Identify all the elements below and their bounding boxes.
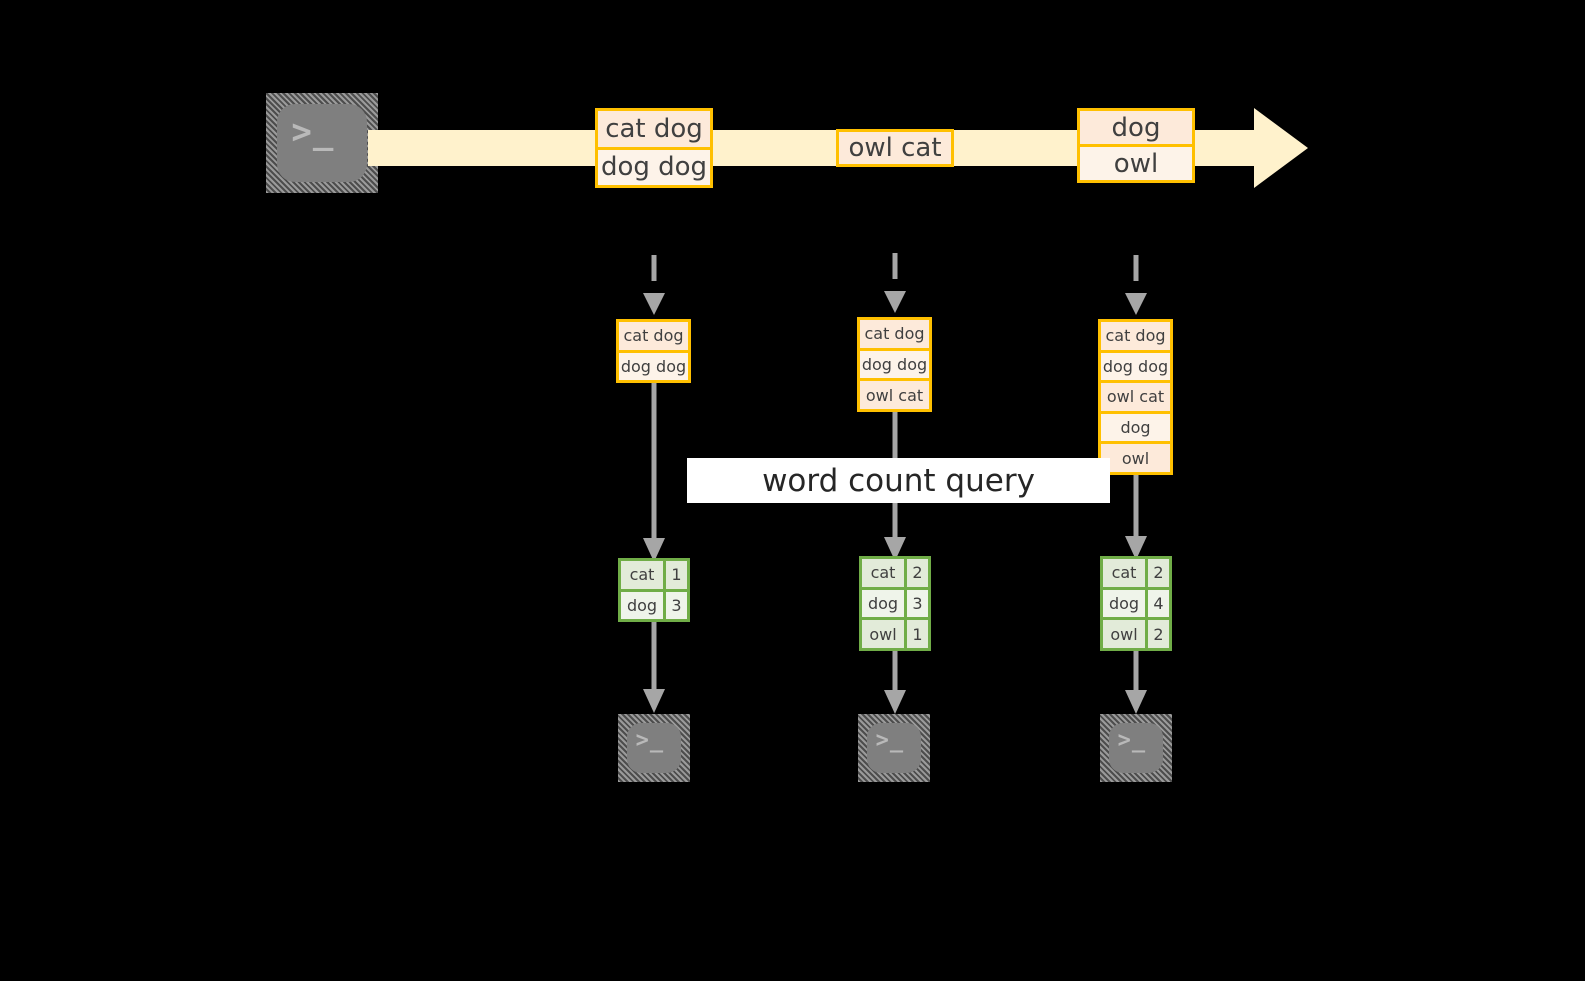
table-row: cat 1 xyxy=(621,561,687,589)
snapshot-1-result-table[interactable]: cat 1 dog 3 xyxy=(618,558,690,622)
snapshot-3-accumulated-messages[interactable]: cat dog dog dog owl cat dog owl xyxy=(1098,319,1173,475)
result-word: dog xyxy=(862,589,904,618)
terminal-prompt-glyph: >_ xyxy=(291,111,335,152)
table-row: cat 2 xyxy=(862,559,928,587)
result-word: cat xyxy=(621,561,663,589)
terminal-screen: >_ xyxy=(867,723,921,773)
accumulated-line: owl cat xyxy=(1101,380,1170,411)
snapshot-1-sink-terminal-icon[interactable]: >_ xyxy=(618,714,690,782)
snapshot-3-query-arrow xyxy=(1122,475,1150,561)
accumulated-line: dog dog xyxy=(619,349,688,380)
result-count: 3 xyxy=(663,591,687,619)
stream-message-1[interactable]: cat dog dog dog xyxy=(595,108,713,188)
message-line: cat dog xyxy=(598,111,710,147)
result-count: 4 xyxy=(1145,589,1169,618)
result-count: 2 xyxy=(1145,559,1169,587)
terminal-prompt-glyph: >_ xyxy=(635,728,665,753)
accumulated-line: owl cat xyxy=(860,378,929,409)
snapshot-2-sink-terminal-icon[interactable]: >_ xyxy=(858,714,930,782)
word-count-query-banner: word count query xyxy=(687,458,1110,503)
table-row: owl 2 xyxy=(1103,617,1169,648)
table-row: dog 3 xyxy=(621,588,687,619)
message-line: owl cat xyxy=(839,132,951,164)
stream-message-3[interactable]: dog owl xyxy=(1077,108,1195,183)
snapshot-3-sink-arrow xyxy=(1122,651,1150,715)
query-banner-label: word count query xyxy=(762,462,1035,499)
snapshot-3-result-table[interactable]: cat 2 dog 4 owl 2 xyxy=(1100,556,1172,651)
result-word: cat xyxy=(862,559,904,587)
result-word: cat xyxy=(1103,559,1145,587)
result-count: 2 xyxy=(1145,620,1169,648)
accumulated-line: cat dog xyxy=(860,320,929,348)
snapshot-2-result-table[interactable]: cat 2 dog 3 owl 1 xyxy=(859,556,931,651)
table-row: dog 3 xyxy=(862,586,928,618)
accumulated-line: dog dog xyxy=(860,347,929,379)
result-count: 2 xyxy=(904,559,928,587)
snapshot-2-sink-arrow xyxy=(881,651,909,715)
stream-to-snapshot-1-arrow xyxy=(640,255,668,317)
result-word: dog xyxy=(1103,589,1145,618)
terminal-prompt-glyph: >_ xyxy=(1117,728,1147,753)
source-terminal-icon[interactable]: >_ xyxy=(266,93,378,193)
snapshot-1-query-arrow xyxy=(640,383,668,563)
message-line: dog dog xyxy=(598,146,710,185)
accumulated-line: owl xyxy=(1101,441,1170,472)
stream-to-snapshot-2-arrow xyxy=(881,253,909,315)
stream-message-2[interactable]: owl cat xyxy=(836,129,954,167)
table-row: owl 1 xyxy=(862,617,928,648)
snapshot-2-accumulated-messages[interactable]: cat dog dog dog owl cat xyxy=(857,317,932,412)
stream-to-snapshot-3-arrow xyxy=(1122,255,1150,317)
result-count: 1 xyxy=(663,561,687,589)
accumulated-line: dog xyxy=(1101,410,1170,442)
accumulated-line: cat dog xyxy=(619,322,688,350)
result-word: dog xyxy=(621,591,663,619)
terminal-prompt-glyph: >_ xyxy=(875,728,905,753)
table-row: dog 4 xyxy=(1103,586,1169,618)
table-row: cat 2 xyxy=(1103,559,1169,587)
message-line: owl xyxy=(1080,144,1192,180)
terminal-screen: >_ xyxy=(277,104,367,182)
result-count: 1 xyxy=(904,620,928,648)
message-line: dog xyxy=(1080,111,1192,144)
accumulated-line: dog dog xyxy=(1101,349,1170,381)
terminal-screen: >_ xyxy=(1109,723,1163,773)
snapshot-1-accumulated-messages[interactable]: cat dog dog dog xyxy=(616,319,691,383)
snapshot-1-sink-arrow xyxy=(640,622,668,714)
terminal-screen: >_ xyxy=(627,723,681,773)
accumulated-line: cat dog xyxy=(1101,322,1170,350)
result-word: owl xyxy=(862,620,904,648)
snapshot-3-sink-terminal-icon[interactable]: >_ xyxy=(1100,714,1172,782)
result-word: owl xyxy=(1103,620,1145,648)
result-count: 3 xyxy=(904,589,928,618)
